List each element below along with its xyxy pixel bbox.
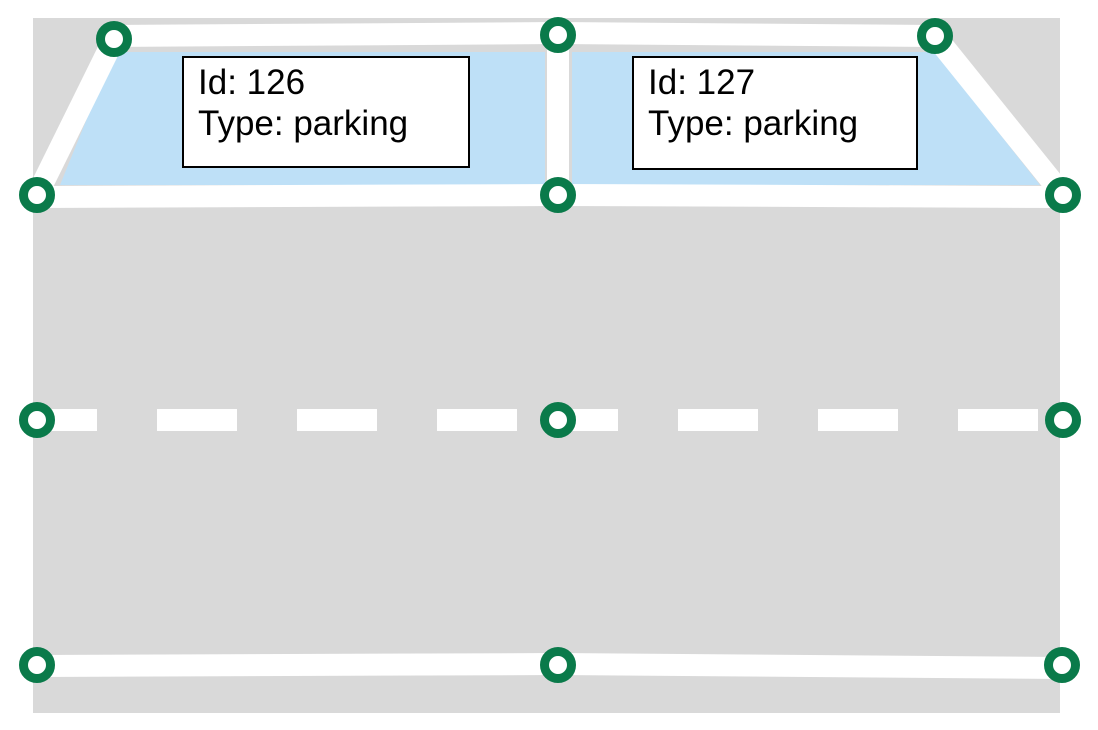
lane-line-upper-left [36, 184, 559, 208]
parking-label-127-id: Id: 127 [648, 63, 756, 102]
lane-line-top-left-slant [27, 34, 124, 200]
lane-line-top-right-slant [926, 29, 1072, 202]
node-upper-center[interactable] [540, 177, 576, 213]
node-top-right[interactable] [917, 18, 953, 54]
lane-line-bottom-left [36, 653, 559, 677]
parking-label-127[interactable]: Id: 127 Type: parking [632, 56, 918, 170]
node-upper-left[interactable] [19, 177, 55, 213]
parking-label-126-id: Id: 126 [198, 63, 306, 102]
node-bottom-right[interactable] [1044, 647, 1080, 683]
parking-label-126-type: Type: parking [198, 104, 409, 144]
node-middle-right[interactable] [1045, 402, 1081, 438]
node-handle-layer[interactable] [19, 17, 1081, 683]
lane-line-top-edge-left [113, 22, 559, 47]
node-middle-center[interactable] [540, 402, 576, 438]
lane-marking-layer [27, 22, 1072, 679]
parking-label-127-type: Type: parking [648, 104, 859, 144]
node-upper-right[interactable] [1045, 177, 1081, 213]
parking-label-126[interactable]: Id: 126 Type: parking [182, 56, 470, 168]
node-bottom-left[interactable] [19, 647, 55, 683]
lane-line-top-edge-right [557, 22, 936, 47]
node-top-left[interactable] [96, 21, 132, 57]
node-top-center[interactable] [540, 17, 576, 53]
node-middle-left[interactable] [19, 402, 55, 438]
lane-line-bottom-right [557, 653, 1063, 679]
node-bottom-center[interactable] [540, 647, 576, 683]
lane-line-upper-right [557, 184, 1064, 208]
